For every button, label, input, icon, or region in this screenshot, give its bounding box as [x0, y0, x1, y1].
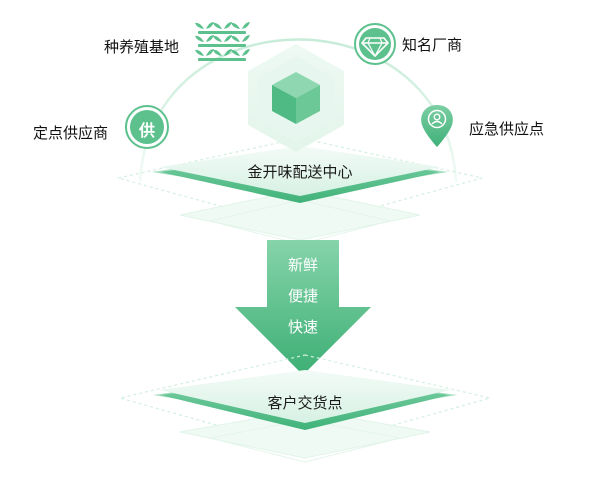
fixed-supplier-label: 定点供应商: [33, 124, 109, 142]
supplier-badge-text: 供: [139, 121, 156, 140]
manufacturer-label: 知名厂商: [402, 36, 463, 54]
center-platform: [117, 137, 483, 245]
arrow-text-convenient: 便捷: [287, 287, 319, 305]
sprout-rows-icon: [195, 22, 250, 61]
location-pin-icon: [421, 105, 453, 147]
destination-platform: [119, 354, 491, 463]
destination-label: 客户交货点: [267, 394, 343, 412]
flow-arrow: [235, 240, 371, 375]
supply-badge-icon: [125, 105, 169, 149]
arrow-text-fast: 快速: [287, 318, 319, 336]
cube-icon: [248, 44, 344, 152]
emergency-supplier-label: 应急供应点: [469, 120, 545, 138]
diamond-icon: [354, 23, 396, 65]
center-label: 金开味配送中心: [247, 163, 353, 181]
farm-label: 种养殖基地: [104, 38, 180, 56]
arrow-text-fresh: 新鲜: [287, 256, 319, 274]
